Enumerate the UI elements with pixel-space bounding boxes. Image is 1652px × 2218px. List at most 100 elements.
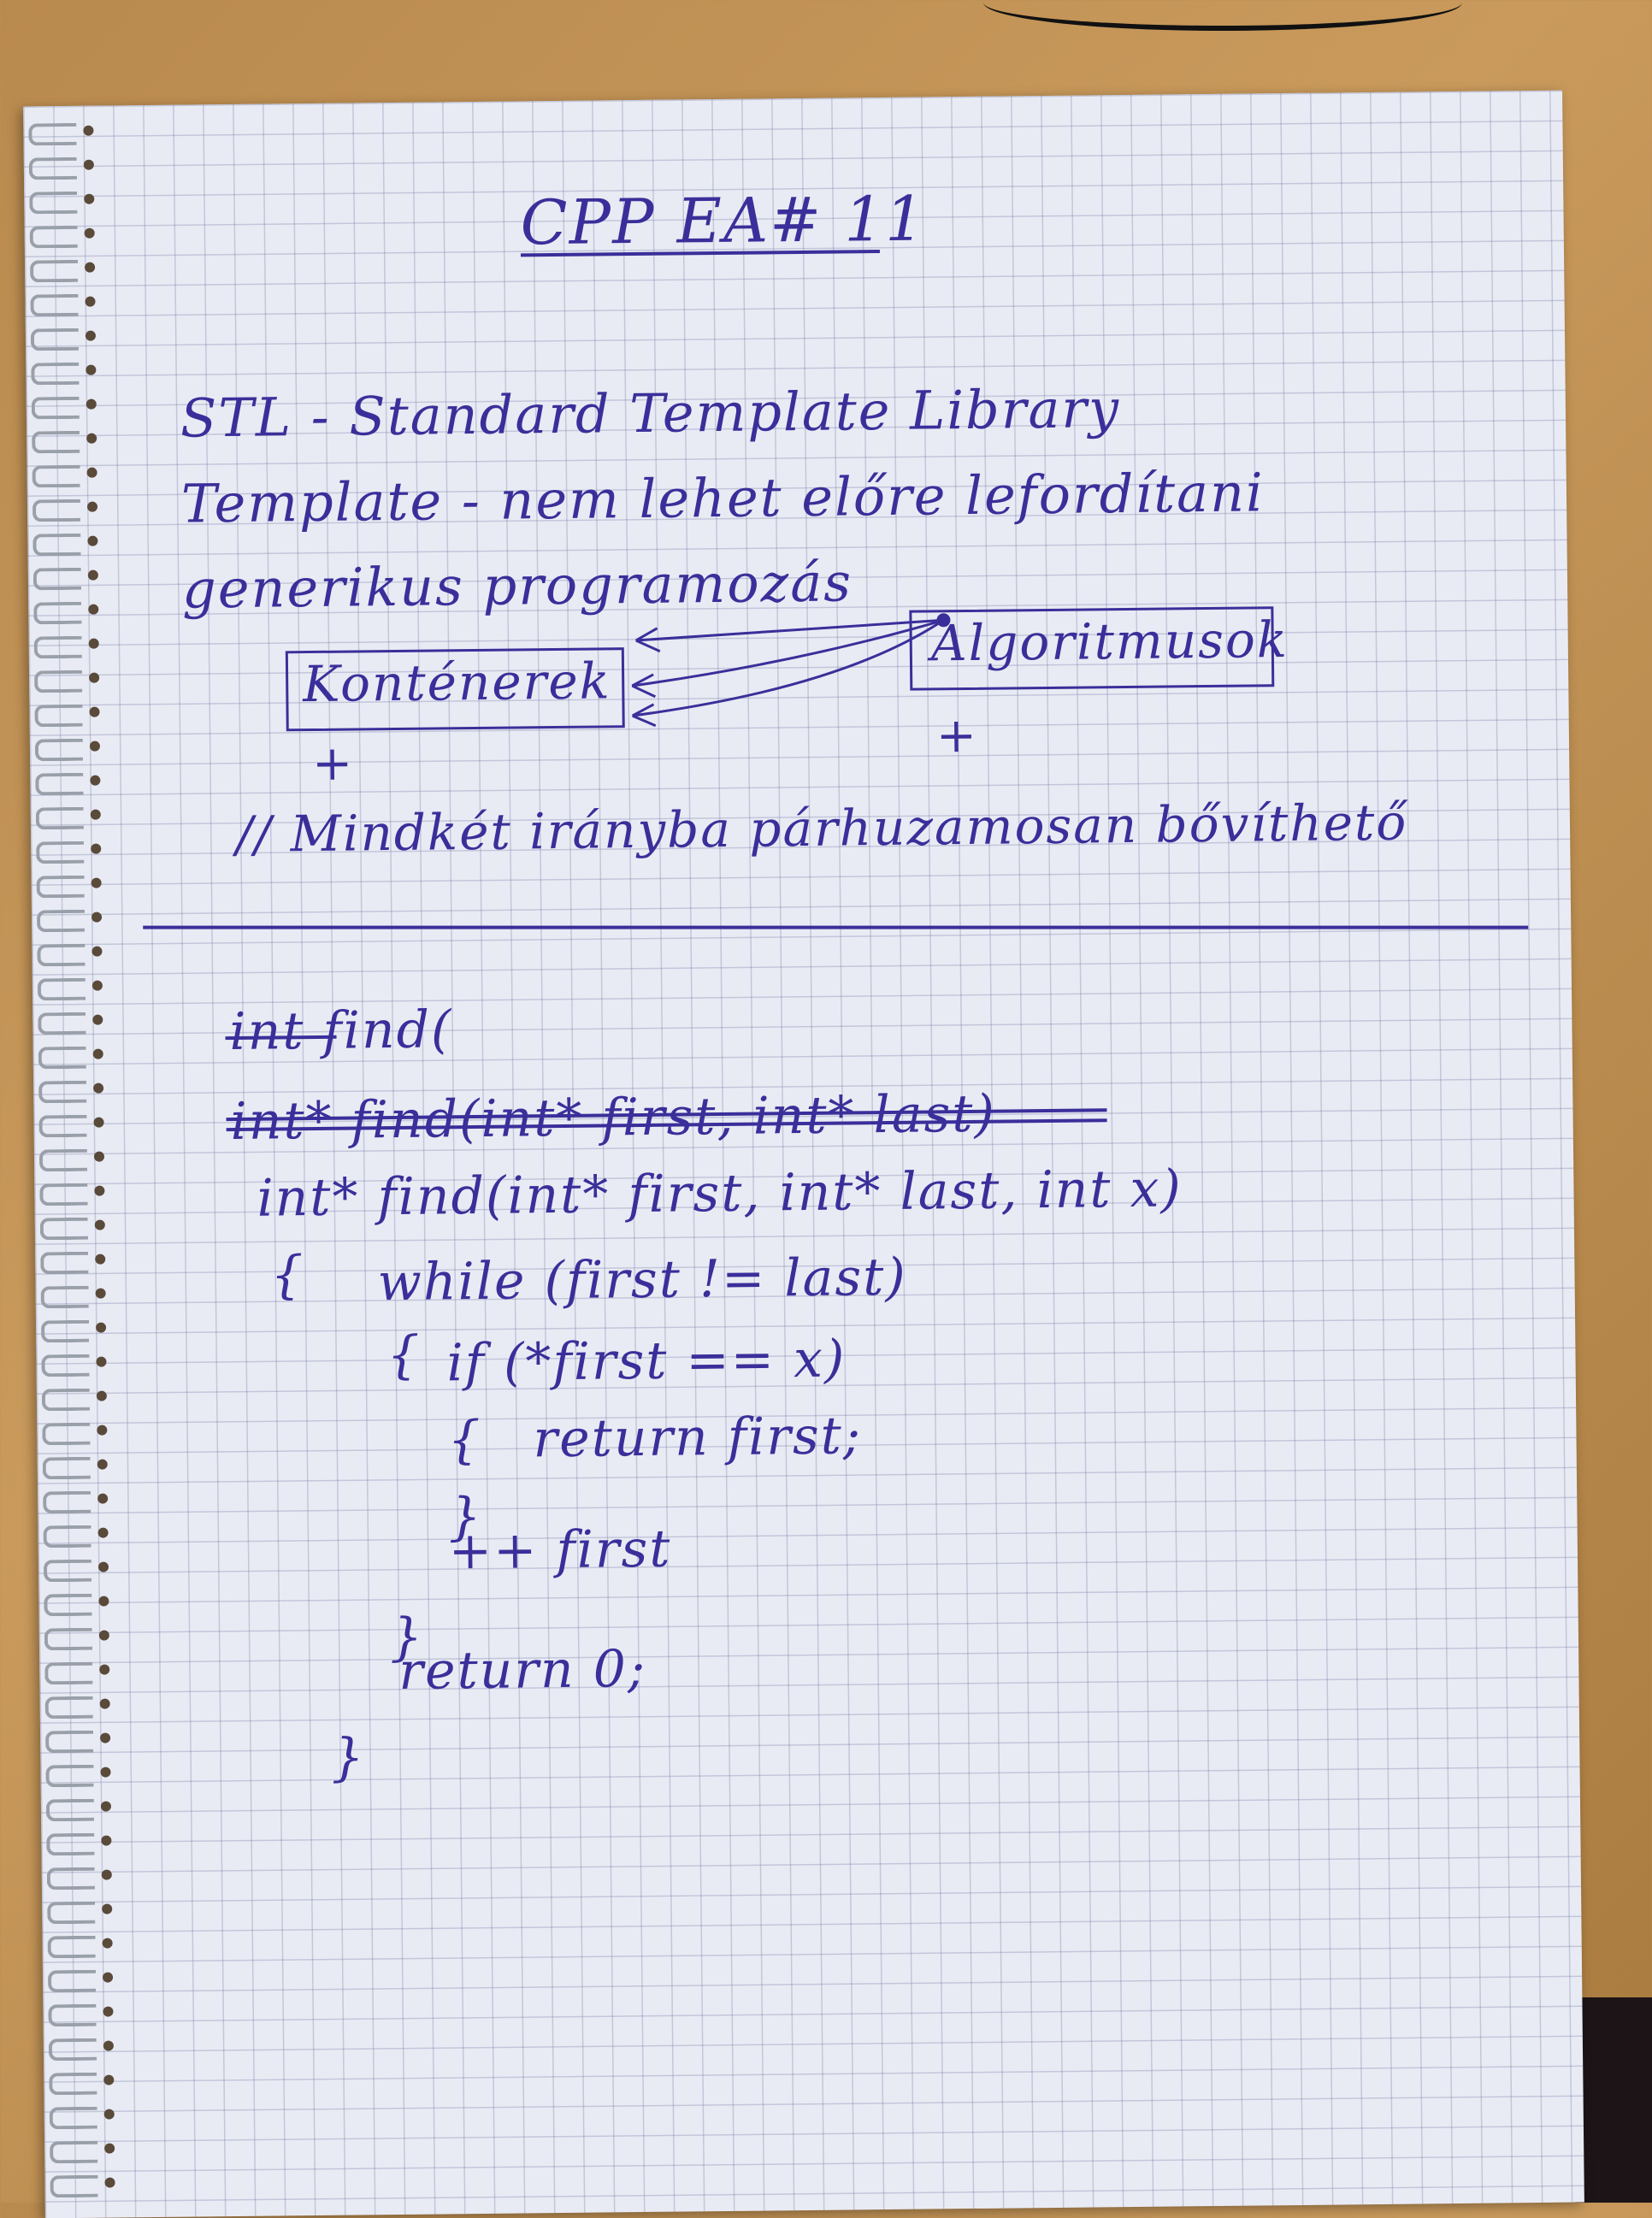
punch-hole [99,1698,110,1709]
punch-hole [104,2177,115,2188]
punch-hole [93,1151,105,1162]
punch-hole [86,398,97,410]
spiral-ring [45,1764,94,1788]
note-line-comment: // Mindkét irányba párhuzamosan bővíthet… [235,793,1408,864]
spiral-ring [29,191,78,215]
spiral-ring [32,464,80,488]
code-signature: int* find(int* first, int* last, int x) [257,1159,1183,1229]
note-line-stl: STL - Standard Template Library [180,377,1121,450]
spiral-ring [47,1935,96,1959]
punch-hole [97,1493,109,1504]
spiral-ring [40,1285,89,1309]
spiral-ring [36,841,85,864]
desk-shadow [1575,1997,1652,2203]
spiral-ring [44,1661,93,1685]
spiral-ring [43,1559,92,1583]
note-line-template: Template - nem lehet előre lefordítani [180,461,1266,535]
punch-hole [85,262,96,273]
punch-hole [90,809,101,820]
algorithms-label: Algoritmusok [930,611,1289,673]
spiral-binding [23,106,115,2218]
punch-hole [84,193,95,204]
spiral-ring [37,943,86,967]
punch-hole [86,467,97,478]
spiral-ring [37,977,86,1001]
punch-hole [95,1254,106,1265]
punch-hole [91,877,102,888]
spiral-ring [38,1012,86,1035]
page-title: CPP EA# 11 [520,182,927,259]
punch-hole [89,740,101,752]
notebook-page: CPP EA# 11 STL - Standard Template Libra… [23,90,1584,2218]
code-struck-line-1: int find( [229,1000,453,1063]
punch-hole [101,1835,112,1846]
spiral-ring [39,1217,88,1241]
code-if-open: { [447,1409,483,1471]
punch-hole [101,1869,112,1880]
punch-hole [97,1425,108,1436]
spiral-ring [30,327,80,351]
spiral-ring [33,635,82,659]
punch-hole [104,2143,115,2154]
punch-hole [87,569,98,581]
spiral-ring [48,2038,97,2062]
spiral-ring [50,2174,98,2198]
punch-hole [100,1732,111,1743]
punch-hole [90,775,101,786]
code-return-zero: return 0; [398,1638,647,1702]
spiral-ring [38,1148,88,1172]
punch-hole [87,535,98,546]
arrow-bottom [632,619,945,717]
spiral-ring [46,1867,95,1891]
code-close-brace: } [330,1727,366,1788]
punch-hole [96,1322,107,1333]
punch-hole [83,159,94,170]
spiral-ring [39,1183,88,1206]
punch-hole [102,1938,113,1949]
spiral-ring [41,1354,90,1377]
arrow-middle [632,618,944,687]
punch-hole [86,433,97,444]
section-divider [143,925,1529,929]
containers-plus: + [311,735,355,792]
spiral-ring [36,875,85,899]
punch-hole [88,604,99,615]
spiral-ring [28,122,77,146]
spiral-ring [34,704,83,728]
spiral-ring [30,259,79,283]
spiral-ring [47,1969,97,1993]
spiral-ring [38,1114,87,1138]
punch-hole [94,1185,105,1196]
spiral-ring [38,1046,86,1070]
arrow-origin-dot [936,613,951,628]
punch-hole [94,1219,105,1230]
punch-hole [89,706,100,717]
punch-hole [103,2074,115,2085]
punch-hole [96,1356,107,1367]
spiral-ring [47,1901,96,1925]
spiral-ring [36,909,86,933]
spiral-ring [31,396,80,420]
punch-hole [93,1117,104,1128]
punch-hole [84,227,95,239]
punch-hole [85,330,96,341]
spiral-ring [32,498,81,522]
spiral-ring [34,670,83,693]
punch-hole [97,1561,109,1572]
punch-hole [103,2006,114,2017]
spiral-ring [44,1627,93,1651]
punch-hole [91,980,103,991]
code-if: if (*first == x) [446,1329,847,1394]
spiral-ring [41,1388,91,1412]
spiral-ring [32,430,80,454]
spiral-ring [29,225,78,249]
spiral-ring [50,2140,98,2164]
code-while-open: { [386,1324,422,1386]
code-return-first: return first; [533,1406,863,1470]
spiral-ring [46,1832,95,1856]
punch-hole [99,1664,110,1675]
spiral-ring [40,1251,89,1275]
spiral-ring [49,2106,97,2130]
containers-label: Konténerek [302,652,612,714]
spiral-ring [33,601,82,625]
